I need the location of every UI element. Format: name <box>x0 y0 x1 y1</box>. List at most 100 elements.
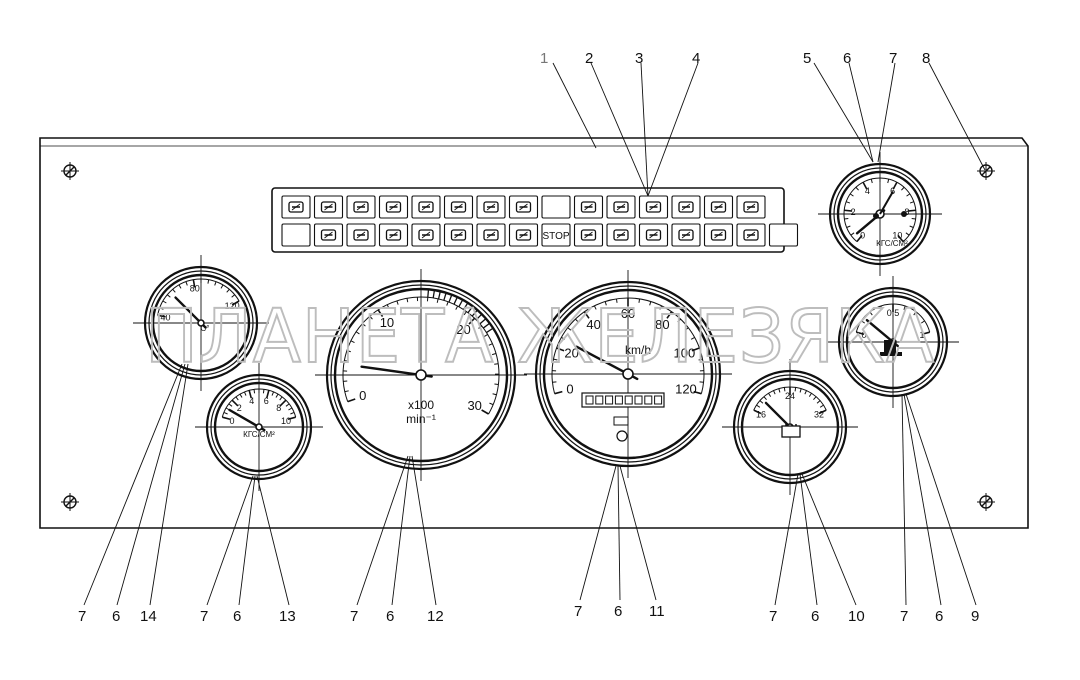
rear-fog-icon <box>573 195 604 219</box>
scale-label: 6 <box>264 396 269 406</box>
low-beam-icon <box>411 195 441 219</box>
coolant-level-icon <box>411 223 441 247</box>
callout-label: 6 <box>935 608 943 625</box>
warning-lamp-panel: STOP <box>271 187 799 253</box>
scale-label: 100 <box>674 345 696 360</box>
scale-tick <box>491 353 497 356</box>
scale-tick <box>554 390 563 395</box>
scale-tick <box>162 300 167 304</box>
pictogram-stroke <box>714 231 723 239</box>
pictogram-frame <box>353 229 369 241</box>
pictogram-frame <box>580 201 597 213</box>
axle-lock-icon <box>671 195 701 219</box>
scale-label: 4 <box>865 186 870 196</box>
scale-tick <box>604 301 607 306</box>
scale-tick <box>346 349 351 353</box>
callout-label: 7 <box>900 608 908 625</box>
scale-arc <box>753 386 827 411</box>
scale-tick <box>677 318 681 323</box>
scale-tick <box>593 305 597 310</box>
pictogram-stroke <box>519 203 528 211</box>
pictogram-frame <box>645 201 662 213</box>
scale-tick <box>818 409 827 415</box>
zone-hatch <box>475 313 483 321</box>
cab-lock-icon <box>346 223 376 247</box>
callout-label: 6 <box>614 603 622 620</box>
fuel-pump-icon <box>884 340 896 354</box>
high-beam-icon <box>346 195 376 219</box>
scale-label: 10 <box>281 416 291 426</box>
gauge-bezel-ring <box>330 284 512 466</box>
scale-tick <box>844 217 849 220</box>
odometer-digit <box>595 395 604 405</box>
pictogram-frame <box>288 201 304 213</box>
pictogram-stroke <box>421 203 431 211</box>
scale-tick <box>172 288 176 293</box>
callout-label: 1 <box>540 50 548 67</box>
gauge-bezel-ring <box>539 285 717 463</box>
scale-tick <box>659 305 663 310</box>
scale-label: 120 <box>675 382 697 397</box>
scale-tick <box>691 347 700 352</box>
scale-tick <box>794 387 797 392</box>
screw-slot <box>65 166 75 176</box>
gauge-bezel-outer <box>732 369 848 485</box>
needle-pin <box>873 213 879 219</box>
unit-label: x100 <box>408 398 434 412</box>
scale-tick <box>909 225 914 228</box>
scale-label: 40 <box>161 313 171 323</box>
scale-label: 8 <box>276 403 281 413</box>
pictogram-stroke <box>356 231 366 239</box>
unit-label: КГС/СМ² <box>243 430 275 439</box>
scale-tick <box>489 402 494 406</box>
leader-lines <box>83 62 986 606</box>
pictogram-stroke <box>486 231 496 239</box>
scale-tick <box>804 390 807 395</box>
odometer-digit <box>634 395 643 405</box>
callout-label: 12 <box>427 608 444 625</box>
scale-label: 60 <box>621 306 635 321</box>
scale-tick <box>844 209 853 212</box>
gauge-needle <box>879 190 894 215</box>
scale-tick <box>819 404 824 408</box>
gauge-bezel-outer <box>325 279 517 471</box>
scale-tick <box>436 298 439 303</box>
diff-lock-icon <box>638 195 669 219</box>
scale-tick <box>909 201 914 204</box>
pictogram-frame <box>743 201 759 213</box>
battery-icon <box>781 425 801 438</box>
needle-hub <box>622 368 634 380</box>
scale-tick <box>478 325 482 329</box>
pictogram-stroke <box>421 231 431 239</box>
gauge-bezel-ring <box>210 378 308 476</box>
odometer-digit <box>605 395 614 405</box>
pictogram-frame <box>418 229 434 241</box>
pictogram-stroke <box>616 231 626 239</box>
scale-tick <box>799 388 802 393</box>
scale-arc <box>157 278 240 316</box>
callout-label: 6 <box>112 608 120 625</box>
warning-lamp-cell <box>541 223 571 247</box>
scale-tick <box>861 320 866 324</box>
pictogram-stroke <box>584 203 593 211</box>
scale-tick <box>870 178 873 184</box>
needle-hub <box>255 423 263 431</box>
glow-plug-icon <box>281 195 311 219</box>
gauge-bezel-outer <box>837 286 949 398</box>
scale-tick <box>615 298 618 303</box>
pictogram-stroke <box>681 203 691 211</box>
scale-tick <box>773 390 776 395</box>
pictogram-frame <box>613 229 629 241</box>
scale-tick <box>231 399 239 407</box>
scale-tick <box>223 411 228 415</box>
scale-tick <box>494 363 499 365</box>
scale-tick <box>907 209 916 212</box>
callout-label: 6 <box>843 50 851 67</box>
pictogram-frame <box>580 229 597 241</box>
gauge-bezel-outer <box>143 265 259 381</box>
gauge-bezel-ring <box>737 374 843 480</box>
scale-label: 24 <box>785 391 795 401</box>
gauge-bezel-inner <box>151 273 251 373</box>
